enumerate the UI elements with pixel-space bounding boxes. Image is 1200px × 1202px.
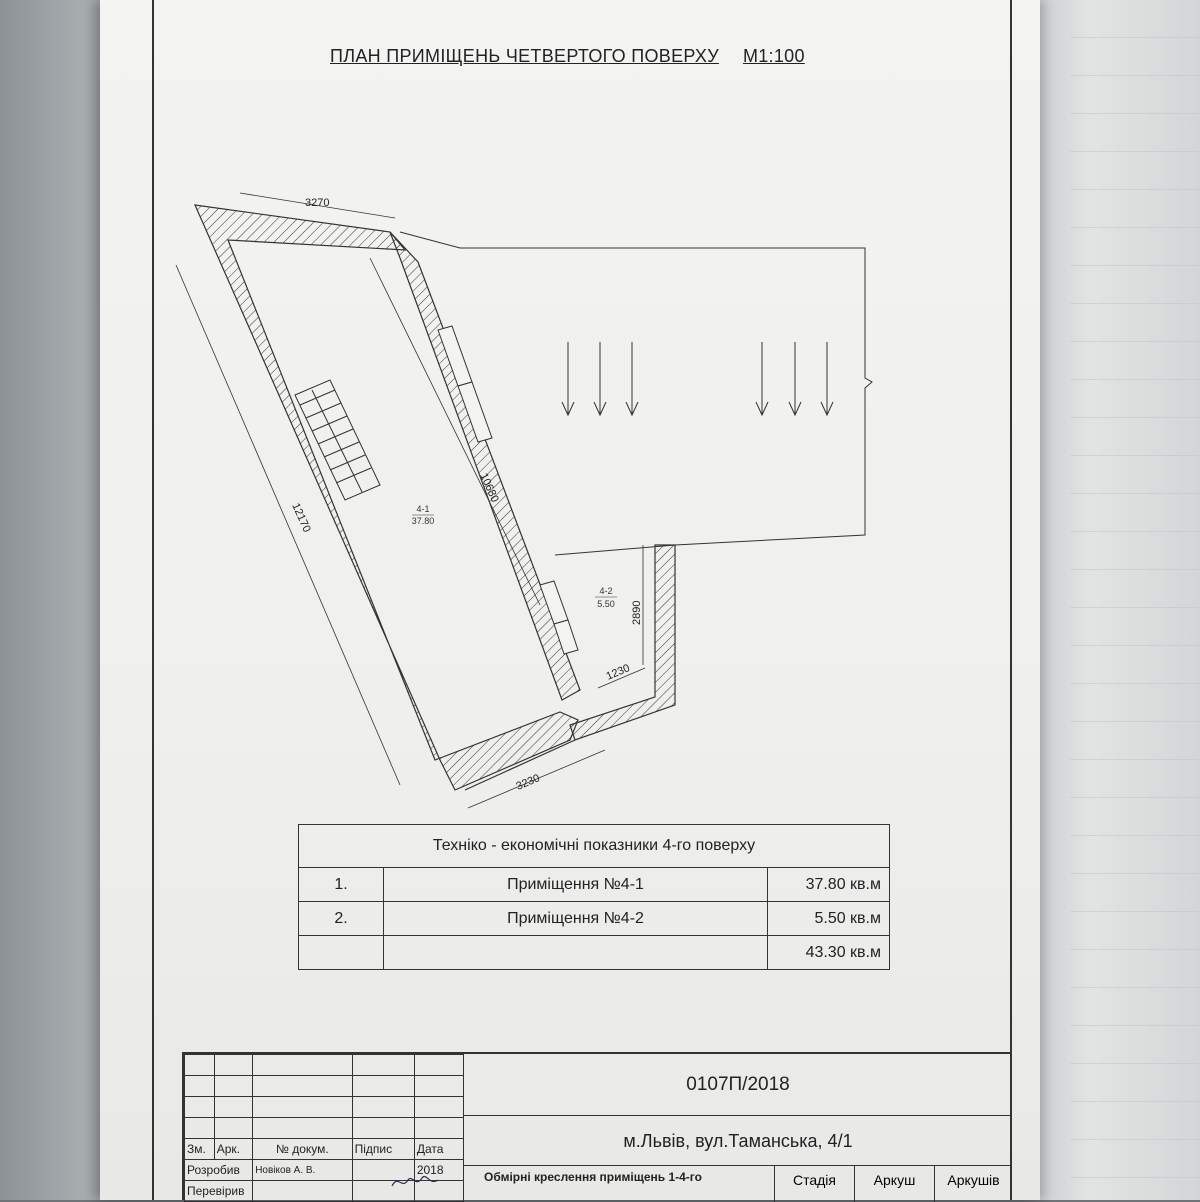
room-id: 4-1 (416, 504, 429, 514)
row-area: 37.80 кв.м (767, 867, 890, 902)
adjacent-area (399, 231, 873, 556)
wall-outer-band (194, 204, 579, 791)
col-zm: Зм. (184, 1138, 215, 1160)
role-checked: Перевірив (183, 1180, 254, 1202)
table-row: 1. Приміщення №4-1 37.80 кв.м (298, 867, 890, 902)
room-label-4-2: 4-2 5.50 (595, 586, 617, 609)
title-block-grid: Зм. Арк. № докум. Підпис Дата Розробив Н… (183, 1054, 465, 1202)
room-id: 4-2 (599, 586, 612, 596)
sheet-label: Аркуш (854, 1166, 934, 1202)
title-block: Зм. Арк. № докум. Підпис Дата Розробив Н… (182, 1052, 1012, 1202)
window-marks (437, 325, 579, 655)
row-name: Приміщення №4-2 (383, 901, 768, 936)
direction-arrows (561, 342, 834, 417)
developer-name: Новіков А. В. (252, 1159, 353, 1181)
dim-left: 12170 (289, 501, 312, 534)
row-number: 2. (298, 901, 384, 936)
drawing-sheet: ПЛАН ПРИМІЩЕНЬ ЧЕТВЕРТОГО ПОВЕРХУ М1:100 (100, 0, 1040, 1202)
paper-stack-right (1030, 0, 1200, 1200)
floor-plan: 3270 12170 10680 3230 2890 1230 4-1 37.8… (175, 192, 873, 809)
col-sign: Підпис (351, 1138, 415, 1160)
stairs (294, 379, 381, 501)
wall-small-room (569, 544, 676, 741)
project-address: м.Львів, вул.Таманська, 4/1 (464, 1116, 1012, 1166)
room-area: 5.50 (597, 599, 615, 609)
dim-bottom: 3230 (514, 772, 541, 793)
table-header: Техніко - економічні показники 4-го пове… (298, 824, 890, 868)
room-area: 37.80 (412, 516, 435, 526)
col-ark: Арк. (213, 1138, 254, 1160)
wall-bottom-line (464, 739, 576, 791)
total-area: 43.30 кв.м (767, 935, 890, 970)
col-doc: № докум. (252, 1138, 353, 1160)
dimension-lines (175, 192, 646, 809)
dim-top: 3270 (305, 197, 329, 209)
row-number: 1. (298, 867, 384, 902)
room-label-4-1: 4-1 37.80 (412, 504, 435, 526)
sheet-frame (152, 0, 1012, 1200)
row-name: Приміщення №4-1 (383, 867, 768, 902)
table-total-row: 43.30 кв.м (298, 935, 890, 970)
drawing-description: Обмірні креслення приміщень 1-4-го (484, 1170, 702, 1184)
table-row: 2. Приміщення №4-2 5.50 кв.м (298, 901, 890, 936)
plan-scale: М1:100 (742, 46, 805, 66)
plan-title-text: ПЛАН ПРИМІЩЕНЬ ЧЕТВЕРТОГО ПОВЕРХУ (330, 46, 719, 66)
plan-title: ПЛАН ПРИМІЩЕНЬ ЧЕТВЕРТОГО ПОВЕРХУ М1:100 (330, 46, 805, 67)
signature-scribble (391, 1176, 439, 1187)
row-area: 5.50 кв.м (767, 901, 890, 936)
project-code: 0107П/2018 (464, 1054, 1012, 1116)
indicators-table: Техніко - економічні показники 4-го пове… (298, 824, 890, 970)
col-date: Дата (413, 1138, 465, 1160)
wall-right-band (389, 231, 581, 701)
stage-label: Стадія (774, 1166, 854, 1202)
dim-small-height: 2890 (631, 601, 643, 625)
sheets-label: Аркушів (934, 1166, 1012, 1202)
role-developed: Розробив (183, 1159, 254, 1181)
